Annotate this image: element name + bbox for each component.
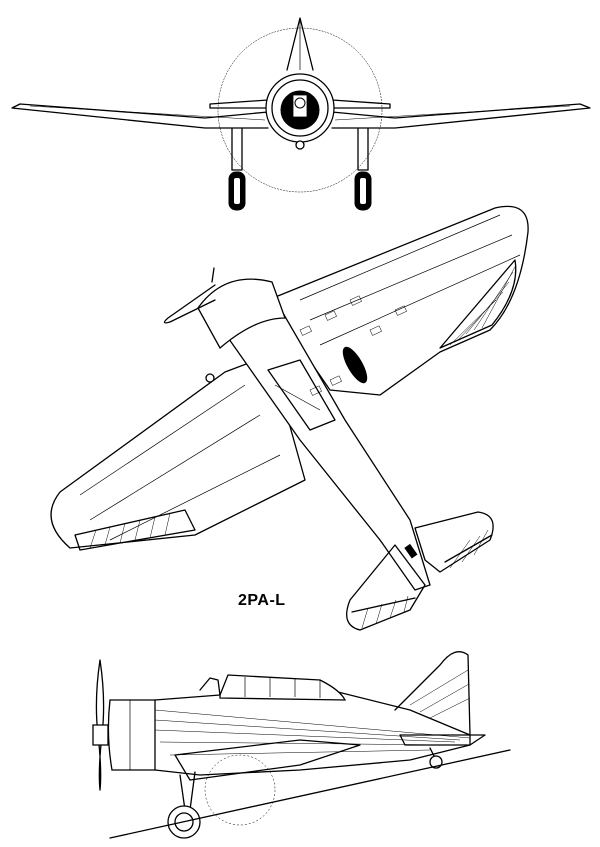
plan-left-tailplane <box>346 544 426 631</box>
front-landing-gear <box>228 127 372 211</box>
model-label: 2PA-L <box>238 592 286 609</box>
front-view <box>11 17 591 211</box>
side-fuselage <box>154 689 471 776</box>
plan-cowling <box>197 278 286 350</box>
side-wing <box>174 739 361 781</box>
side-main-gear <box>167 754 276 839</box>
plan-wheel-fairing <box>342 346 368 384</box>
plan-view <box>50 205 529 631</box>
plan-left-aileron <box>74 509 196 551</box>
side-canopy <box>219 674 347 701</box>
front-spinner <box>294 97 306 109</box>
plan-left-wing <box>50 354 306 549</box>
plan-canopy <box>267 359 336 431</box>
plan-right-wing <box>267 205 529 396</box>
side-horizontal-tail <box>399 734 486 746</box>
side-ground-line <box>109 749 511 839</box>
side-view <box>92 651 511 839</box>
plan-propeller <box>163 284 216 324</box>
side-vertical-tail <box>394 651 471 736</box>
side-cowling <box>107 699 156 771</box>
plan-right-tailplane <box>414 511 494 573</box>
plan-right-aileron <box>439 259 517 349</box>
